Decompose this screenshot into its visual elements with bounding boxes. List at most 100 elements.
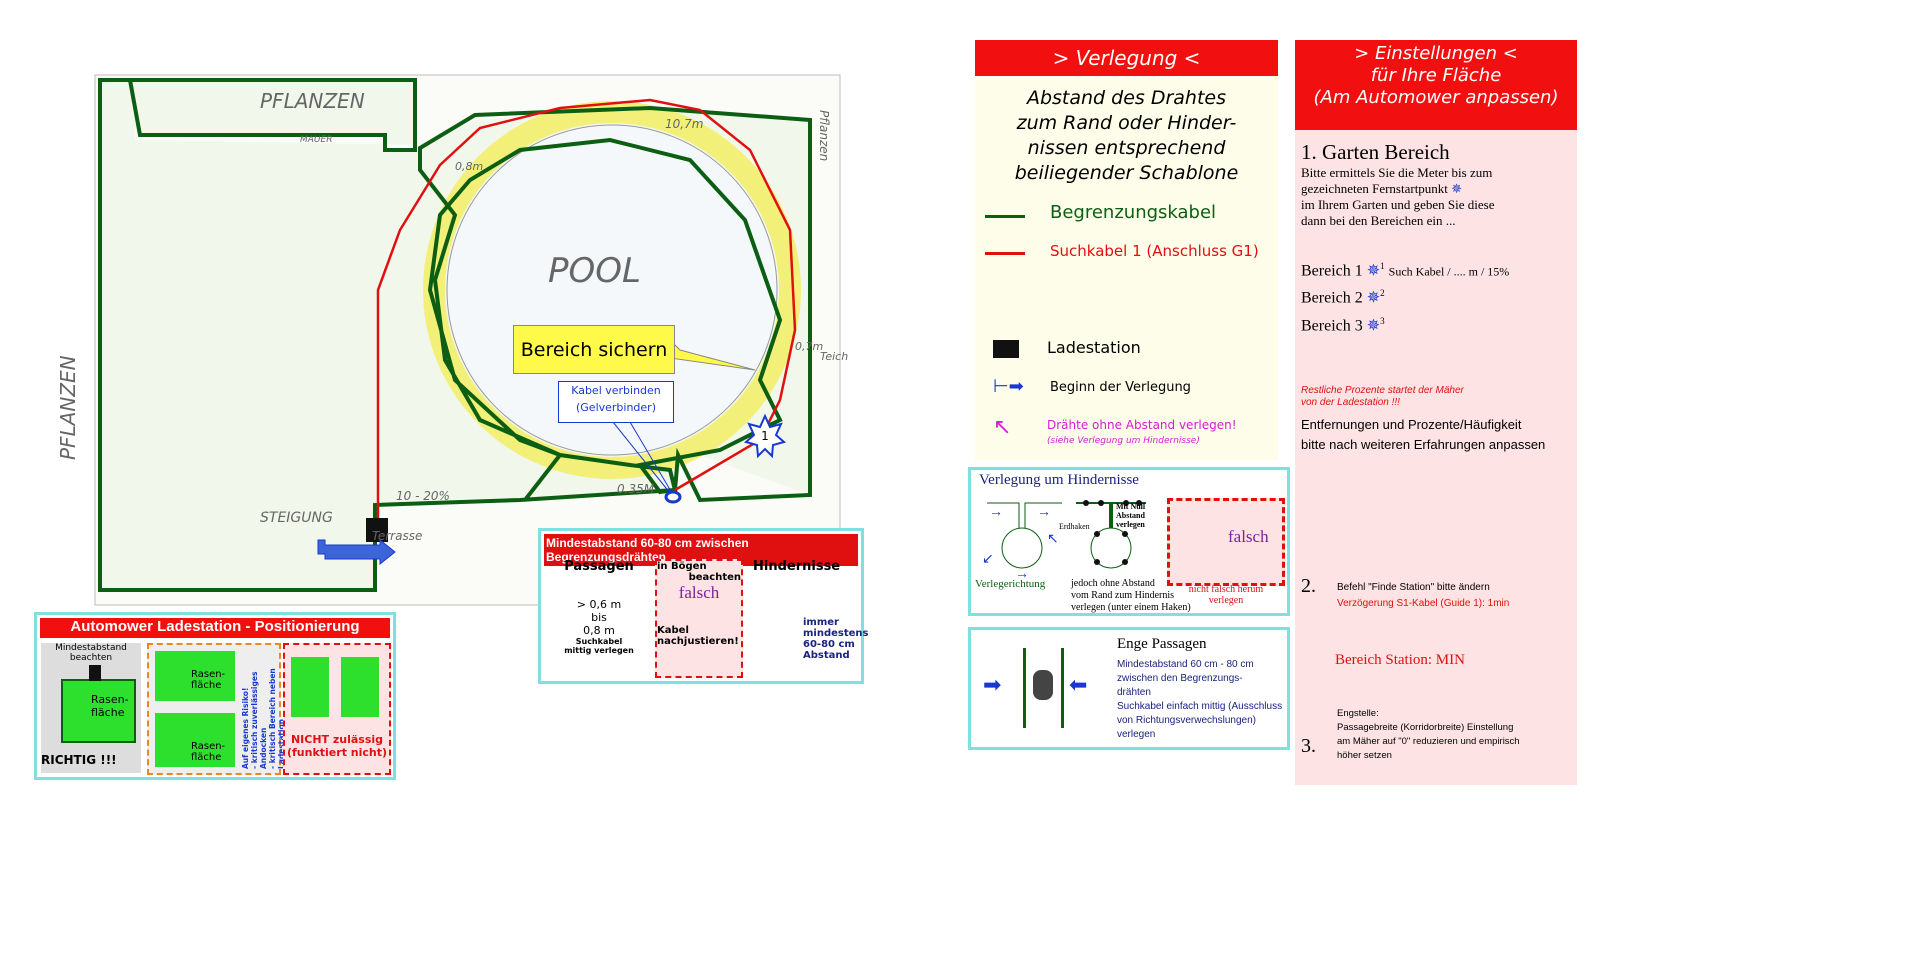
- falsch-label: falsch: [1228, 527, 1269, 546]
- station-wrong-example: NICHT zulässig (funktiert nicht): [283, 643, 391, 775]
- svg-text:↖: ↖: [1047, 532, 1059, 547]
- connector-line: [629, 421, 673, 494]
- settings-header: > Einstellungen < für Ihre Fläche (Am Au…: [1295, 40, 1577, 130]
- section2-line: Befehl "Finde Station" bitte ändern: [1337, 582, 1490, 593]
- obstacles-label: Hindernisse: [753, 559, 841, 574]
- settings-header-line: (Am Automower anpassen): [1313, 87, 1559, 108]
- falsch-label: falsch: [678, 583, 720, 602]
- boundary-wire: [98, 78, 812, 592]
- bereich-note: Such Kabel / .... m / 15%: [1388, 264, 1510, 279]
- svg-text:↙: ↙: [982, 552, 994, 567]
- lawn-label: Rasen-fläche: [155, 651, 235, 701]
- narrow-line: zwischen den Begrenzungs-: [1117, 673, 1243, 684]
- label-len-top: 10,7m: [665, 117, 703, 131]
- hook-diagram: [1076, 500, 1146, 569]
- arrow-right-icon: ➡: [983, 672, 1002, 697]
- section3-line: höher setzen: [1337, 750, 1392, 761]
- settings-header-line: für Ihre Fläche: [1370, 65, 1502, 86]
- label-pflanzen-top: PFLANZEN: [260, 89, 365, 113]
- bereich-row: Bereich 1 ✵1 Such Kabel / .... m / 15%: [1301, 255, 1571, 282]
- panel-station-positioning: Automower Ladestation - Positionierung M…: [34, 612, 396, 780]
- center-line: Suchkabel: [575, 637, 623, 646]
- callout-secure-area: Bereich sichern: [513, 325, 675, 374]
- narrow-line: Suchkabel einfach mittig (Ausschluss: [1117, 701, 1283, 712]
- label-terrasse: Terrasse: [372, 529, 422, 543]
- risk-line: - kritisch zuverlässiges Andocken: [250, 671, 268, 769]
- section1-title: 1. Garten Bereich: [1301, 140, 1450, 164]
- settings-panel: > Einstellungen < für Ihre Fläche (Am Au…: [1295, 40, 1577, 785]
- connector-ring: [664, 490, 682, 504]
- wrong-line: verlegen: [1208, 595, 1244, 606]
- direction-diagram: →→↙↖→: [982, 502, 1062, 578]
- svg-text:→: →: [1015, 567, 1029, 578]
- always-line: Abstand: [803, 650, 850, 661]
- section2-number: 2.: [1301, 575, 1316, 597]
- svg-text:→: →: [1037, 505, 1051, 520]
- risk-line: Auf eigenes Risiko!: [241, 687, 250, 769]
- erdhaken-label: Erdhaken: [1059, 522, 1090, 531]
- label-steigung: STEIGUNG: [260, 510, 333, 526]
- intro-line: beiliegender Schablone: [1014, 162, 1239, 184]
- intro-line: nissen entsprechend: [1027, 137, 1226, 159]
- charging-station: [366, 518, 388, 542]
- start-point-star-icon: ✵: [1451, 181, 1463, 196]
- adjust-line: nachjustieren!: [657, 636, 739, 647]
- lawn-label: Rasen-fläche: [155, 713, 235, 767]
- legend-nodistance-label: Drähte ohne Abstand verlegen!: [1047, 418, 1237, 432]
- narrow-line: drähten: [1117, 687, 1151, 698]
- legend-boundary-label: Begrenzungskabel: [1050, 202, 1217, 223]
- section3-line: Engstelle:: [1337, 708, 1379, 719]
- bereich-row: Bereich 3 ✵3: [1301, 310, 1571, 337]
- narrow-passage-title: Enge Passagen: [1117, 636, 1207, 652]
- legend-station-label: Ladestation: [1047, 338, 1141, 357]
- label-slope: 10 - 20%: [396, 489, 450, 503]
- obstacles-box: Verlegung um Hindernisse →→↙↖→ Verlegeri…: [968, 467, 1290, 616]
- legend-start-label: Beginn der Verlegung: [1050, 380, 1191, 395]
- narrow-passage-illustration: ➡ ⬅: [981, 648, 1099, 728]
- direction-label: Verlegerichtung: [975, 578, 1046, 590]
- callout-connect-cable: Kabel verbinden (Gelverbinder): [558, 381, 674, 423]
- note-line: jedoch ohne Abstand: [1071, 578, 1155, 589]
- dist-line: bis: [591, 611, 607, 624]
- null-line: verlegen: [1116, 520, 1145, 529]
- dist-line: 0,8 m: [583, 624, 615, 637]
- section3-number: 3.: [1301, 735, 1316, 757]
- bereich-label: Bereich 3: [1301, 316, 1363, 334]
- star-icon: ✵: [1366, 289, 1381, 307]
- rest-line: Restliche Prozente startet der Mäher: [1301, 384, 1464, 396]
- note-line: vom Rand zum Hindernis: [1071, 590, 1175, 601]
- narrow-passage-box: ➡ ⬅ Enge Passagen Mindestabstand 60 cm -…: [968, 627, 1290, 750]
- settings-header-line: > Einstellungen <: [1354, 43, 1518, 64]
- label-mauer: MAUER: [300, 135, 332, 145]
- bereich-row: Bereich 2 ✵2: [1301, 282, 1571, 309]
- bereich-number: 3: [1380, 315, 1385, 326]
- legend-station-icon: [993, 340, 1019, 358]
- narrow-line: Mindestabstand 60 cm - 80 cm: [1117, 659, 1254, 670]
- star-icon: ✵: [1366, 262, 1381, 280]
- label-pool: POOL: [548, 251, 641, 291]
- bereich-number: 1: [1380, 261, 1385, 271]
- label-teich: Teich: [820, 350, 848, 363]
- label-len-right: 0,7m: [795, 340, 823, 353]
- label-len-left: 0,8m: [455, 160, 483, 173]
- legend-start-arrow-icon: ⊢➡: [993, 376, 1024, 397]
- bereich-number: 2: [1380, 288, 1385, 299]
- station-ok-example: Mindestabstand beachten Rasen-fläche RIC…: [41, 643, 141, 773]
- passagen-label: Passagen: [564, 559, 634, 574]
- station-icon: [89, 665, 101, 681]
- section3-line: am Mäher auf "0" reduzieren und empirisc…: [1337, 736, 1520, 747]
- not-allowed-line: (funktiert nicht): [286, 746, 388, 759]
- section2-line: Verzögerung S1-Kabel (Guide 1): 1min: [1337, 598, 1510, 609]
- intro-line: Abstand des Drahtes: [1026, 87, 1227, 109]
- label-gap: 0.35M: [617, 482, 655, 496]
- station-risk-example: Rasen-fläche Rasen-fläche Auf eigenes Ri…: [147, 643, 286, 775]
- wrong-direction-box: falsch: [1167, 498, 1285, 586]
- adjust-line: Entfernungen und Prozente/Häufigkeit: [1301, 416, 1522, 432]
- narrow-line: von Richtungsverwechslungen) verlegen: [1117, 715, 1256, 740]
- label-pflanzen-left: PFLANZEN: [56, 355, 80, 460]
- section1-line: gezeichneten Fernstartpunkt: [1301, 181, 1448, 196]
- section3-line: Passagebreite (Korridorbreite) Einstellu…: [1337, 722, 1514, 733]
- star-icon: ✵: [1366, 316, 1381, 334]
- legend-pink-arrow-icon: ↖: [993, 415, 1012, 440]
- wrong-line: nicht falsch herum: [1188, 584, 1264, 595]
